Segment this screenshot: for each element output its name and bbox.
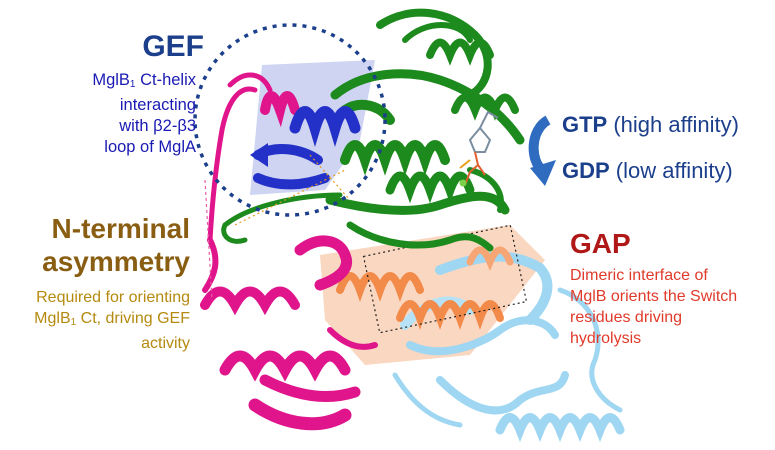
gef-orange-dotted-guide (234, 154, 351, 226)
gef-description: MglB1 Ct-helix interacting with β2-β3 lo… (50, 70, 196, 158)
nucleotide-ligand (459, 110, 499, 186)
nterminal-dashed-guide (204, 179, 213, 301)
gap-desc-line3: residues driving (570, 309, 683, 326)
gtp-to-gdp-arrowhead (530, 160, 556, 186)
nterminal-desc-line2: MglB1 Ct, driving GEF (34, 310, 190, 328)
nterminal-title-line1: N-terminal (51, 213, 190, 244)
gef-title: GEF (142, 30, 204, 63)
mgla-chain (221, 8, 525, 252)
nterminal-description: Required for orienting MglB1 Ct, driving… (0, 287, 190, 354)
gef-desc-line3: with β2-β3 (119, 117, 196, 135)
magnesium-ion (459, 179, 467, 187)
mglb1-chain (200, 72, 378, 431)
gap-title: GAP (570, 228, 631, 259)
gdp-label: GDP (low affinity) (562, 158, 733, 183)
gef-dotted-circle (193, 23, 387, 217)
gtp-to-gdp-arrow (528, 115, 551, 174)
gtp-label: GTP (high affinity) (562, 112, 739, 137)
gap-desc-line4: hydrolysis (570, 330, 642, 347)
nterminal-title-line2: asymmetry (42, 246, 190, 277)
gap-description: Dimeric interface of MglB orients the Sw… (570, 265, 775, 349)
gef-arrowhead (250, 143, 268, 167)
gef-desc-line2: interacting (119, 96, 196, 114)
nterminal-desc-line3: activity (141, 335, 190, 352)
gap-helices (336, 246, 514, 330)
gef-desc-line4: loop of MglA (104, 138, 196, 156)
gef-desc-line1: MglB1 Ct-helix (92, 71, 196, 90)
nterminal-title: N-terminal asymmetry (20, 212, 190, 278)
nterminal-desc-line1: Required for orienting (36, 289, 190, 306)
gap-desc-line1: Dimeric interface of (570, 267, 708, 284)
gap-desc-line2: MglB orients the Switch (570, 288, 738, 305)
